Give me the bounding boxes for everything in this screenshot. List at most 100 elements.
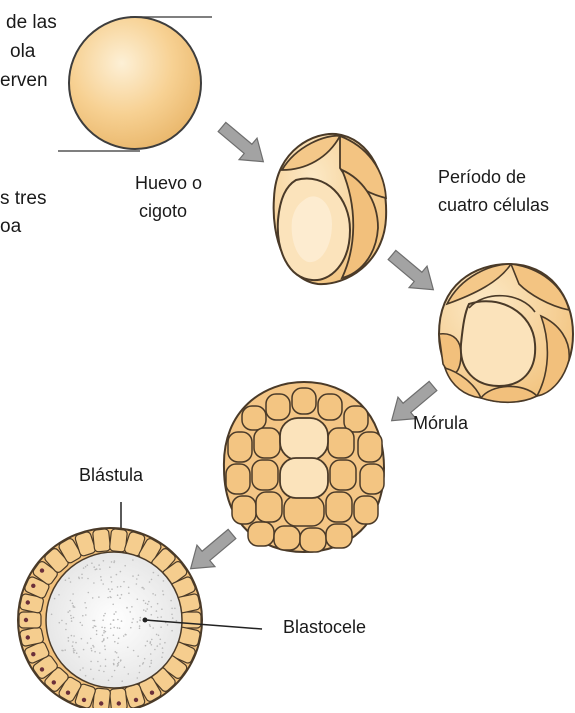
cell-nucleus — [150, 691, 154, 695]
blastocoel-speckle — [88, 592, 90, 594]
blastocoel-speckle — [156, 634, 158, 636]
blastocoel-speckle — [109, 566, 111, 568]
blastocoel-speckle — [85, 566, 87, 568]
blastocoel-speckle — [73, 635, 75, 637]
four-cell-label-line-1: Período de — [438, 166, 526, 189]
blastocoel-speckle — [87, 578, 89, 580]
blastocoel-speckle — [102, 635, 104, 637]
blastocoel-speckle — [132, 618, 134, 620]
blastocoel-speckle — [121, 620, 123, 622]
blastocoel-speckle — [93, 566, 95, 568]
blastocoel-speckle — [95, 569, 97, 571]
blastocoel-speckle — [107, 637, 109, 639]
blastocoel-speckle — [160, 626, 162, 628]
blastocoel-speckle — [72, 603, 74, 605]
blastocoel-speckle — [111, 561, 113, 563]
blastocoel-speckle — [116, 652, 118, 654]
cell-nucleus — [117, 701, 121, 705]
blastocoel-speckle — [145, 603, 147, 605]
blastocoel-speckle — [81, 577, 83, 579]
blastocoel-speckle — [81, 638, 83, 640]
blastocoel-speckle — [109, 591, 111, 593]
cut-text-line-5: oa — [0, 215, 21, 239]
blastocoel-speckle — [82, 667, 84, 669]
blastocoel-speckle — [119, 627, 121, 629]
blastocoel-speckle — [115, 611, 117, 613]
blastocoel-speckle — [92, 627, 94, 629]
blastocoel-speckle — [111, 676, 113, 678]
blastocoel-speckle — [118, 637, 120, 639]
blastocoel-speckle — [102, 583, 104, 585]
blastocoel-speckle — [150, 641, 152, 643]
blastocoel-speckle — [110, 623, 112, 625]
blastocoel-speckle — [68, 637, 70, 639]
cell-nucleus — [52, 680, 56, 684]
blastocele-label: Blastocele — [283, 616, 366, 639]
blastocoel-speckle — [176, 620, 178, 622]
blastocoel-speckle — [151, 644, 153, 646]
zygote-label-line-2: cigoto — [139, 200, 187, 223]
blastocoel-speckle — [149, 666, 151, 668]
blastocoel-speckle — [121, 680, 123, 682]
blastocoel-speckle — [148, 601, 150, 603]
blastocoel-speckle — [117, 586, 119, 588]
blastocoel-speckle — [94, 620, 96, 622]
four-cell-label-line-2: cuatro células — [438, 194, 549, 217]
blastocoel-speckle — [113, 619, 115, 621]
cell-nucleus — [31, 584, 35, 588]
arrow-four-cell-to-eight-cell — [383, 244, 442, 300]
cell-nucleus — [26, 635, 30, 639]
blastocoel-speckle — [72, 645, 74, 647]
blastocoel-speckle — [157, 645, 159, 647]
blastocoel-speckle — [124, 565, 126, 567]
blastocoel-speckle — [93, 646, 95, 648]
blastocoel-speckle — [155, 594, 157, 596]
cell-nucleus — [26, 600, 30, 604]
blastocoel-speckle — [147, 603, 149, 605]
blastocoel-speckle — [99, 652, 101, 654]
cell-nucleus — [24, 618, 28, 622]
blastocoel-speckle — [107, 597, 109, 599]
blastocoel-speckle — [93, 582, 95, 584]
blastocoel-speckle — [147, 640, 149, 642]
blastocoel-speckle — [149, 581, 151, 583]
blastocoel-speckle — [151, 660, 153, 662]
blastocoel-speckle — [120, 571, 122, 573]
blastocoel-speckle — [103, 632, 105, 634]
blastocoel-speckle — [154, 649, 156, 651]
blastocoel-speckle — [65, 623, 67, 625]
blastocoel-speckle — [111, 588, 113, 590]
blastocoel-speckle — [96, 630, 98, 632]
blastocoel-speckle — [146, 608, 148, 610]
blastocoel-speckle — [163, 594, 165, 596]
blastocoel-speckle — [99, 568, 101, 570]
blastocoel-speckle — [119, 597, 121, 599]
blastocoel-speckle — [161, 656, 163, 658]
blastocoel-speckle — [162, 590, 164, 592]
blastocoel-speckle — [167, 624, 169, 626]
blastocoel-speckle — [162, 647, 164, 649]
blastocoel-speckle — [67, 611, 69, 613]
blastocoel-speckle — [149, 624, 151, 626]
blastocoel-speckle — [83, 649, 85, 651]
blastocoel-speckle — [128, 587, 130, 589]
blastocoel-speckle — [113, 634, 115, 636]
blastocoel-speckle — [170, 600, 172, 602]
blastocoel-speckle — [90, 661, 92, 663]
blastocoel-speckle — [130, 627, 132, 629]
blastocoel-speckle — [120, 586, 122, 588]
blastocoel-speckle — [58, 594, 60, 596]
blastocoel-speckle — [115, 651, 117, 653]
blastocoel-speckle — [113, 562, 115, 564]
blastocoel-speckle — [94, 625, 96, 627]
blastocoel-speckle — [117, 643, 119, 645]
blastocoel-speckle — [105, 631, 107, 633]
blastocoel-speckle — [59, 622, 61, 624]
blastocoel-speckle — [142, 587, 144, 589]
eight-cell-embryo — [439, 264, 573, 402]
blastocoel-speckle — [73, 652, 75, 654]
blastocoel-speckle — [123, 635, 125, 637]
blastocoel-speckle — [132, 575, 134, 577]
blastocoel-speckle — [150, 662, 152, 664]
